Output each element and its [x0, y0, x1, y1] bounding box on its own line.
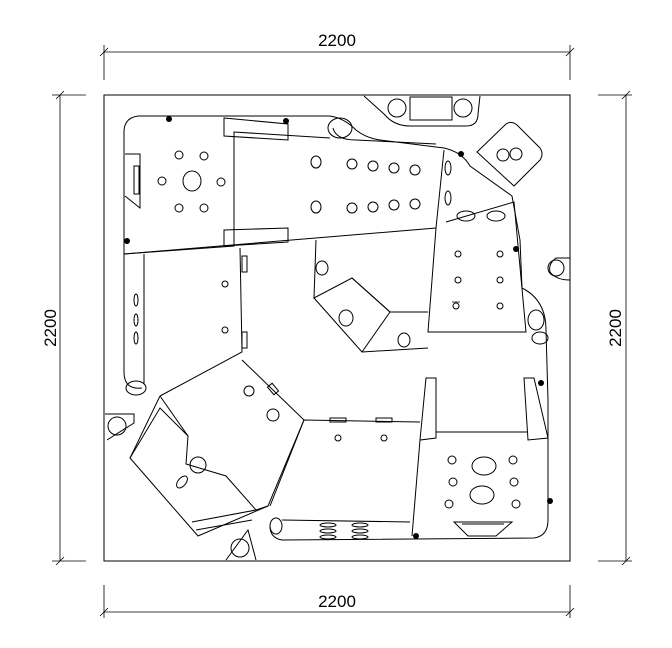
- tub-outline: [103, 94, 571, 562]
- dimension-left-label: 2200: [41, 309, 60, 347]
- center-seat: [313, 239, 429, 353]
- left-seat: [125, 247, 248, 397]
- right-lower-seat: [411, 377, 549, 537]
- right-upper-seat: [427, 201, 549, 345]
- dimension-right-label: 2200: [606, 309, 625, 347]
- control-panel: [363, 95, 481, 127]
- corner-bottom-left: [105, 413, 135, 441]
- corner-bottom-center: [225, 528, 257, 561]
- corner-pillow-top-right: [476, 121, 543, 187]
- dimension-bottom-label: 2200: [318, 592, 356, 611]
- dimension-right: 2200: [598, 90, 632, 566]
- corner-seat-bottom-left: [129, 359, 305, 537]
- lounge-seat: [123, 117, 452, 255]
- dimension-top-label: 2200: [318, 31, 356, 50]
- dimension-top: 2200: [99, 31, 575, 80]
- bottom-seat: [269, 417, 421, 540]
- dimension-left: 2200: [41, 90, 86, 566]
- fittings: [124, 116, 553, 539]
- shell-outline: [138, 115, 549, 541]
- dimension-bottom: 2200: [99, 585, 575, 618]
- right-side-headrest: [547, 257, 571, 281]
